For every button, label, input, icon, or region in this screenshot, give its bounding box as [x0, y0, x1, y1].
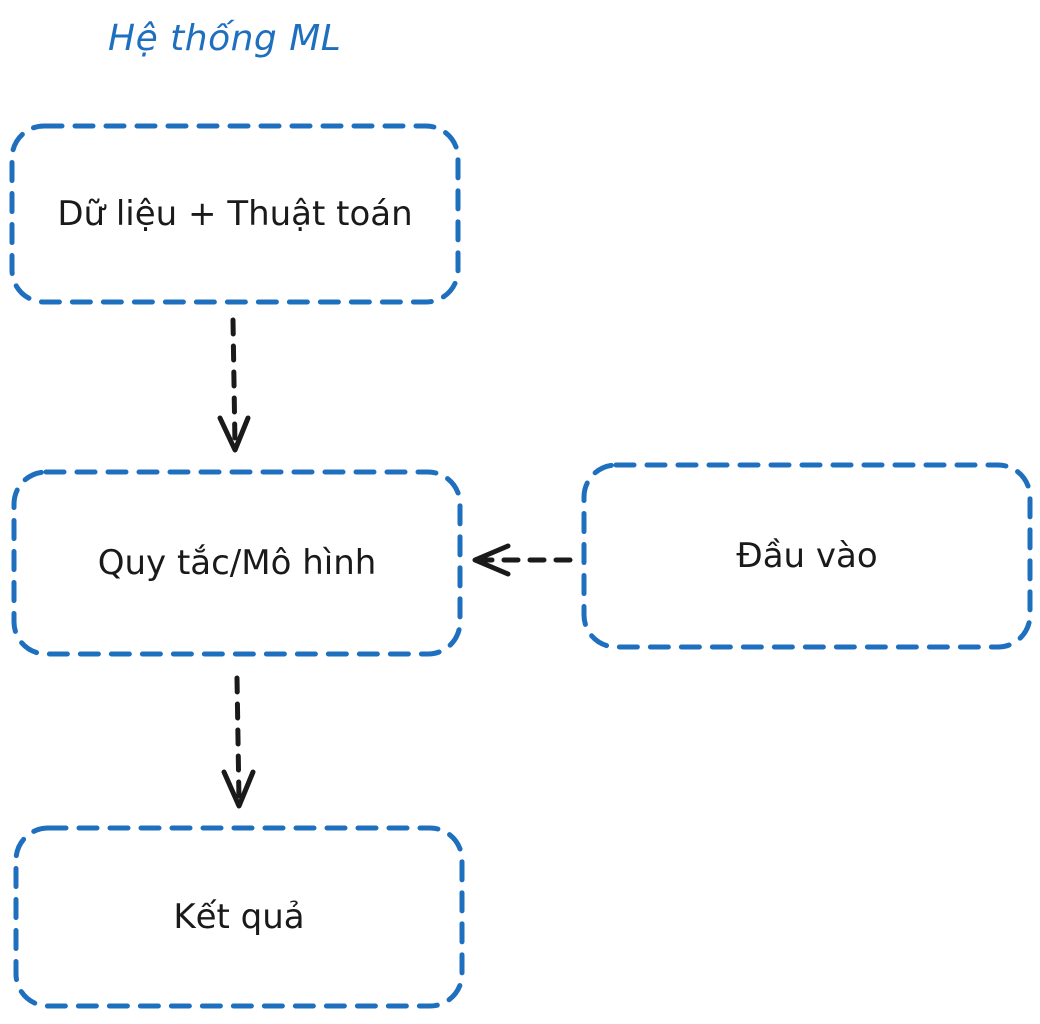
- node-label-input: Đầu vào: [736, 536, 878, 576]
- node-box-rules-model: [11, 469, 463, 657]
- node-box-data-algorithm: [9, 123, 461, 305]
- diagram-title: Hệ thống ML: [108, 18, 342, 59]
- arrow-data-to-model: [217, 317, 251, 453]
- node-label-result: Kết quả: [173, 897, 305, 937]
- arrow-input-to-model: [472, 543, 573, 577]
- arrow-model-to-result: [221, 675, 256, 809]
- node-box-result: [13, 825, 465, 1009]
- node-box-input: [581, 462, 1033, 650]
- node-label-data-algorithm: Dữ liệu + Thuật toán: [57, 194, 413, 234]
- node-label-rules-model: Quy tắc/Mô hình: [97, 543, 377, 583]
